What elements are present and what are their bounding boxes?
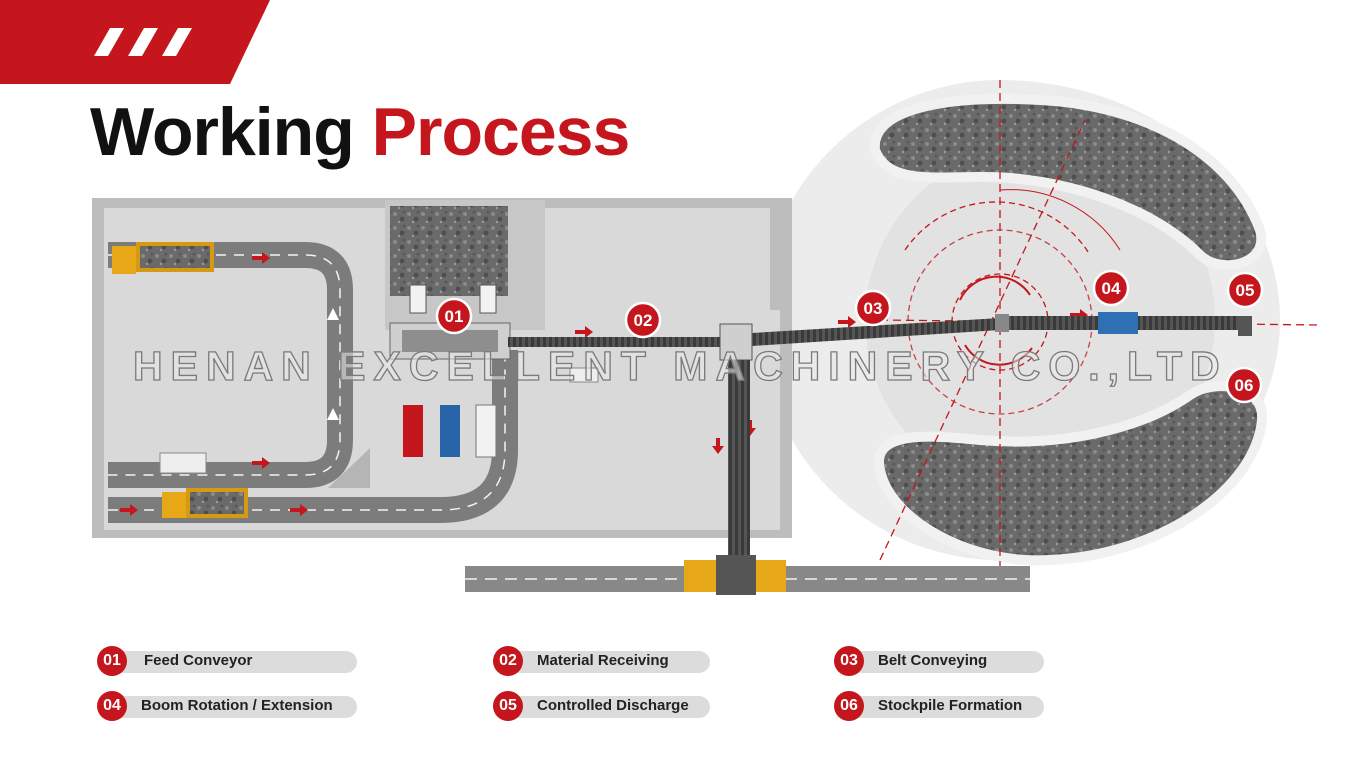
dump-truck-top bbox=[112, 242, 214, 274]
legend-item-05: 05 Controlled Discharge bbox=[493, 691, 713, 721]
page-title: Working Process bbox=[90, 92, 631, 172]
badge-02: 02 bbox=[624, 301, 662, 339]
blue-truck bbox=[440, 405, 460, 457]
badge-01: 01 bbox=[435, 297, 473, 335]
legend-item-01: 01 Feed Conveyor bbox=[97, 646, 362, 676]
scale-pad bbox=[159, 452, 207, 474]
badge-06: 06 bbox=[1225, 366, 1263, 404]
title-process: Process bbox=[371, 94, 631, 170]
legend-label: Boom Rotation / Extension bbox=[141, 697, 333, 714]
badge-03: 03 bbox=[854, 289, 892, 327]
svg-text:05: 05 bbox=[1236, 281, 1255, 300]
svg-text:04: 04 bbox=[1102, 279, 1121, 298]
legend-label: Stockpile Formation bbox=[878, 697, 1023, 714]
truck-road bbox=[108, 242, 518, 523]
legend-number: 03 bbox=[834, 646, 864, 676]
legend-number: 01 bbox=[97, 646, 127, 676]
corner-stripes-decoration bbox=[0, 0, 270, 84]
legend-number: 05 bbox=[493, 691, 523, 721]
svg-text:06: 06 bbox=[1235, 376, 1254, 395]
svg-text:03: 03 bbox=[864, 299, 883, 318]
badge-04: 04 bbox=[1092, 269, 1130, 307]
legend-label: Material Receiving bbox=[537, 652, 669, 669]
title-working: Working bbox=[90, 94, 355, 170]
legend-number: 06 bbox=[834, 691, 864, 721]
feed-hopper bbox=[390, 206, 508, 296]
legend-label: Feed Conveyor bbox=[144, 652, 253, 669]
legend-number: 02 bbox=[493, 646, 523, 676]
dump-truck-bottom bbox=[162, 488, 248, 518]
svg-text:01: 01 bbox=[445, 307, 464, 326]
rail-track bbox=[465, 555, 1030, 595]
legend-item-03: 03 Belt Conveying bbox=[834, 646, 1048, 676]
legend-item-06: 06 Stockpile Formation bbox=[834, 691, 1048, 721]
white-truck bbox=[475, 404, 497, 458]
svg-text:02: 02 bbox=[634, 311, 653, 330]
ramp bbox=[328, 448, 370, 488]
step-badges: 01 02 03 04 05 06 bbox=[435, 269, 1264, 404]
legend-item-04: 04 Boom Rotation / Extension bbox=[97, 691, 362, 721]
legend-label: Controlled Discharge bbox=[537, 697, 689, 714]
legend-label: Belt Conveying bbox=[878, 652, 988, 669]
conveyor-system bbox=[389, 312, 1252, 560]
legend-item-02: 02 Material Receiving bbox=[493, 646, 713, 676]
legend-number: 04 bbox=[97, 691, 127, 721]
badge-05: 05 bbox=[1226, 271, 1264, 309]
watermark-text: HENAN EXCELLENT MACHINERY CO.,LTD bbox=[133, 343, 1228, 389]
red-truck bbox=[403, 405, 423, 457]
